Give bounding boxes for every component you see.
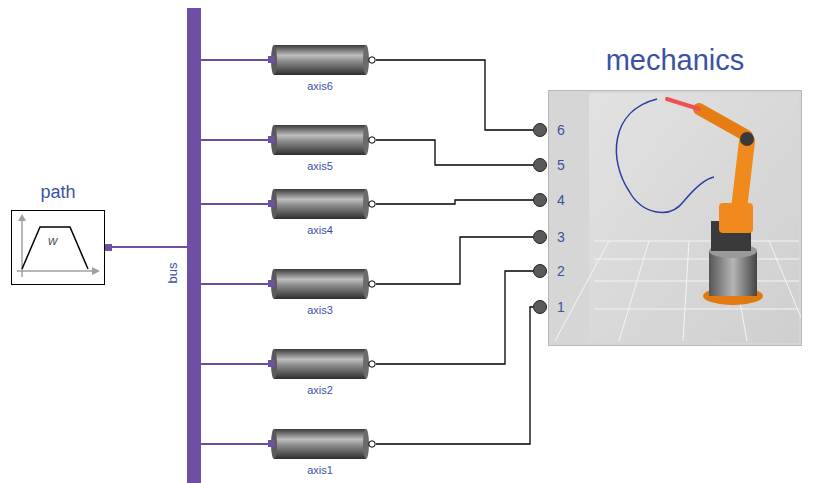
port-circle bbox=[533, 123, 547, 137]
flange-wire bbox=[376, 60, 533, 130]
bus-connection bbox=[201, 203, 268, 205]
block-label: axis5 bbox=[268, 159, 372, 173]
block-label: axis3 bbox=[268, 303, 372, 317]
drive-cylinder bbox=[268, 268, 376, 302]
drive-cylinder bbox=[268, 188, 376, 222]
drive-cylinder bbox=[268, 44, 376, 78]
axis-drive-block: axis3 bbox=[268, 268, 376, 320]
output-port bbox=[105, 244, 112, 251]
port-circle bbox=[533, 230, 547, 244]
mechanics-panel bbox=[548, 90, 802, 346]
flange-port: 1 bbox=[533, 300, 573, 314]
port-number: 3 bbox=[557, 230, 565, 244]
bus-connection bbox=[201, 363, 268, 365]
flange-wire bbox=[376, 200, 533, 204]
bus-label: bus bbox=[166, 259, 180, 287]
flange-wire bbox=[376, 237, 533, 284]
block-label: axis6 bbox=[268, 79, 372, 93]
bus-connection bbox=[201, 443, 268, 445]
port-circle bbox=[533, 193, 547, 207]
drive-cylinder bbox=[268, 348, 376, 382]
port-circle bbox=[533, 158, 547, 172]
block-label: axis2 bbox=[268, 383, 372, 397]
bus-connection bbox=[201, 59, 268, 61]
axis-drive-block: axis5 bbox=[268, 124, 376, 176]
port-number: 2 bbox=[557, 264, 565, 278]
variable-name: w bbox=[48, 233, 57, 248]
port-number: 4 bbox=[557, 193, 565, 207]
flange-port: 3 bbox=[533, 230, 573, 244]
flange-port: 6 bbox=[533, 123, 573, 137]
port-circle bbox=[533, 264, 547, 278]
robot-mechanics-block: mechanics 6 5 4 3 2 1 bbox=[548, 40, 802, 346]
port-number: 6 bbox=[557, 123, 565, 137]
flange-port: 2 bbox=[533, 264, 573, 278]
axis-drive-block: axis1 bbox=[268, 428, 376, 480]
block-label: path bbox=[11, 180, 105, 204]
flange-port: 5 bbox=[533, 158, 573, 172]
signal-bus: bus bbox=[187, 8, 201, 483]
trajectory-icon bbox=[12, 211, 104, 284]
port-number: 5 bbox=[557, 158, 565, 172]
path-block: path w bbox=[11, 180, 112, 287]
port-number: 1 bbox=[557, 300, 565, 314]
flange-port: 4 bbox=[533, 193, 573, 207]
axis-drive-block: axis2 bbox=[268, 348, 376, 400]
block-label: axis4 bbox=[268, 223, 372, 237]
flange-wire bbox=[376, 140, 533, 165]
trajectory-icon-box: w bbox=[11, 210, 105, 285]
drive-cylinder bbox=[268, 428, 376, 462]
port-circle bbox=[533, 300, 547, 314]
robot-illustration bbox=[549, 91, 801, 345]
axis-drive-block: axis4 bbox=[268, 188, 376, 240]
bus-connection bbox=[201, 139, 268, 141]
bus-connection bbox=[201, 283, 268, 285]
drive-cylinder bbox=[268, 124, 376, 158]
bus-connection bbox=[112, 246, 187, 248]
block-label: axis1 bbox=[268, 463, 372, 477]
flange-wire bbox=[376, 307, 533, 444]
block-title: mechanics bbox=[548, 40, 802, 80]
flange-wire bbox=[376, 271, 533, 364]
axis-drive-block: axis6 bbox=[268, 44, 376, 96]
